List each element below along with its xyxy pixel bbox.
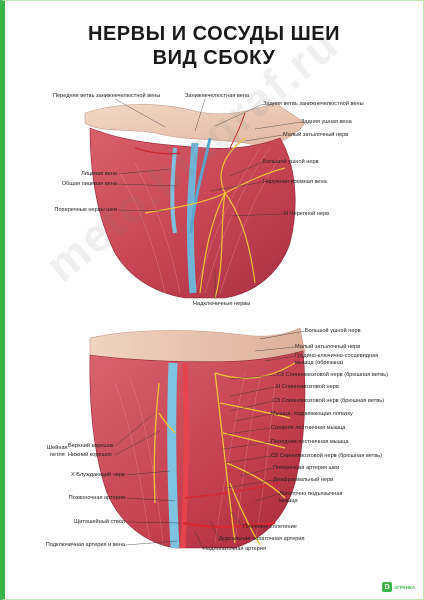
publisher-logo: D АГРАНКА: [382, 582, 415, 592]
poster-subtitle: ВИД СБОКУ: [152, 47, 276, 69]
label-dorsal-scapular-artery: Дорсальная лопаточная артерия: [219, 536, 305, 542]
label-cranial-nerve-xi: XI Черепной нерв: [283, 211, 330, 217]
label-common-facial-vein: Общая лицевая вена: [61, 181, 117, 187]
label-suprascapular-artery: Надлопаточная артерия: [203, 546, 267, 552]
label-external-jugular-vein: Наружная яремная вена: [263, 179, 327, 185]
label-omohyoid-line2: мышца: [279, 498, 298, 504]
label-inferior-root: Нижний корешок: [68, 452, 112, 458]
logo-mark: D: [382, 582, 393, 592]
label-supraclavicular-nerves: Надключичные нервы: [193, 301, 251, 307]
label-anterior-retromandibular-vein-branch: Передняя ветвь занижнечелюстной вены: [53, 93, 161, 99]
label-phrenic-nerve: Диафрагмальный нерв: [273, 477, 334, 483]
label-vertebral-artery: Позвоночная артерия: [68, 495, 125, 501]
label-lesser-occipital-nerve-2: Малый затылочный нерв: [295, 344, 361, 350]
label-transverse-cervical-artery: Поперечная артерия шеи: [273, 465, 340, 471]
label-c5-spinal-nerve: C5 Спинномозговой нерв (брюшная ветвь): [271, 453, 382, 459]
label-great-auricular-nerve-2: Большой ушной нерв: [305, 328, 361, 334]
label-middle-scalene: Средняя лестничная мышца: [271, 425, 346, 431]
poster-title: НЕРВЫ И СОСУДЫ ШЕИ: [88, 23, 340, 45]
label-c2-spinal-nerve: C2 Спинномозговой нерв (брюшная ветвь): [277, 372, 388, 378]
label-xi-spinal-nerve: XI Спинномозговой нерв: [275, 384, 339, 390]
label-levator-scapulae: Мышца, поднимающая лопатку: [271, 411, 353, 417]
label-ansa-cervicalis-line2: петля: [50, 452, 65, 458]
label-brachial-plexus: Плечевое сплетение: [243, 524, 297, 530]
label-c3-spinal-nerve: C3 Спинномозговой нерв (брюшная ветвь): [273, 398, 384, 404]
label-posterior-auricular-vein: Задняя ушная вена: [301, 119, 352, 125]
label-subclavian-artery-and-vein: Подключичная артерия и вена: [45, 542, 125, 548]
label-omohyoid-line1: Лопаточно подъязычная: [279, 491, 343, 497]
label-great-auricular-nerve: Большой ушной нерв: [263, 159, 319, 165]
label-sternocleidomastoid-line2: мышца (обрезана): [295, 360, 344, 366]
label-posterior-retromandibular-vein-branch: Задняя ветвь занижнечелюстной вены: [263, 101, 364, 107]
logo-text: АГРАНКА: [394, 584, 415, 590]
label-transverse-cervical-nerves: Поперечные нервы шеи: [54, 207, 117, 213]
label-lesser-occipital-nerve: Малый затылочный нерв: [283, 132, 349, 138]
label-thyrocervical-trunk: Щитошейный ствол: [73, 519, 125, 525]
label-vagus-nerve: X Блуждающий нерв: [70, 472, 125, 478]
label-retromandibular-vein: Занижнечелюстная вена: [185, 93, 250, 99]
label-superior-root: Верхний корешок: [68, 443, 114, 449]
label-sternocleidomastoid-line1: Грудино-ключично-сосцевидная: [295, 353, 379, 359]
label-anterior-scalene: Передняя лестничная мышца: [271, 439, 349, 445]
label-facial-vein: Лицевая вена: [81, 171, 117, 177]
label-ansa-cervicalis-line1: Шейная: [47, 445, 68, 451]
